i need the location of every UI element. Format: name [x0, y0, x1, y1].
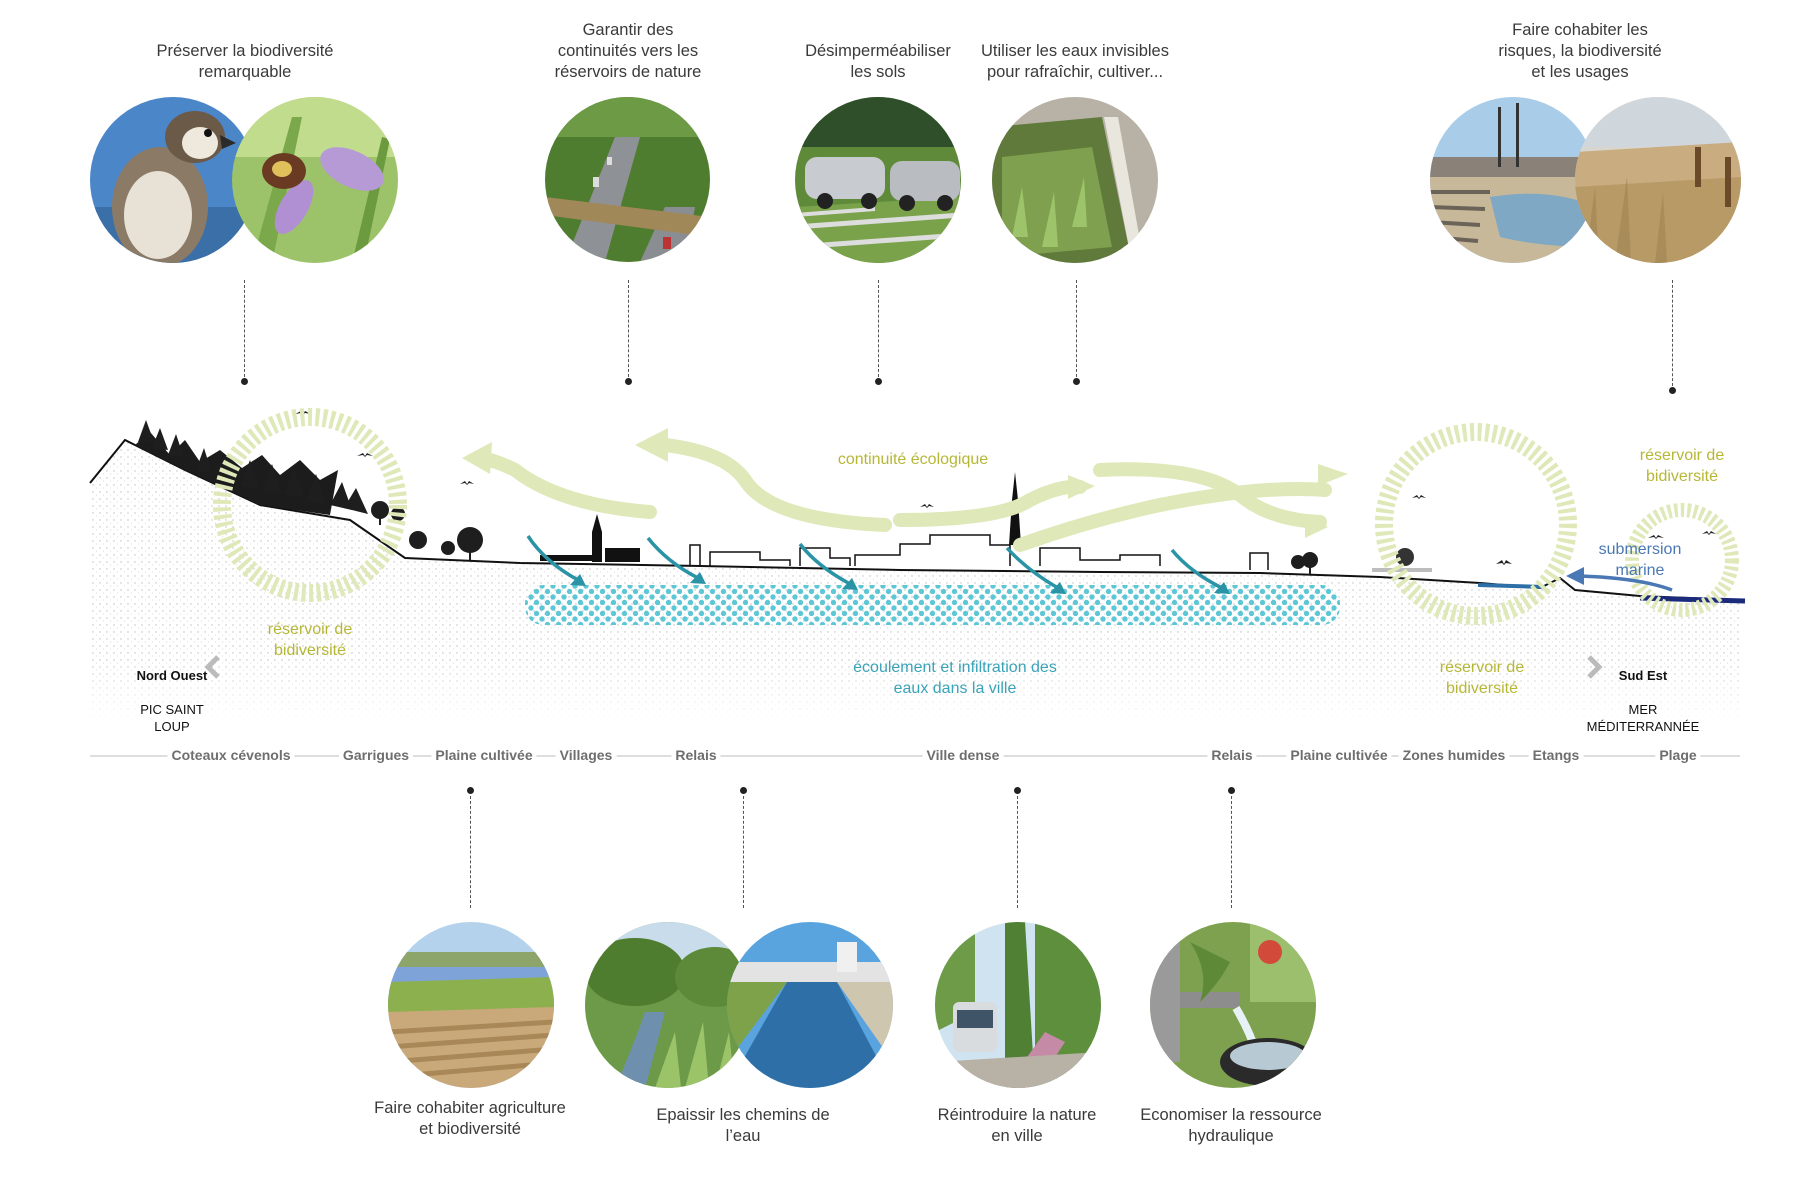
infiltration-arrows [526, 535, 1223, 590]
leader-line [743, 796, 744, 908]
caption-biodiversite: Préserver la biodiversité remarquable [156, 42, 334, 81]
photo-orchid [232, 97, 398, 263]
label-continuite-ecologique: continuité écologique [837, 451, 989, 468]
photo-dune [1575, 97, 1741, 263]
right-trees [1291, 548, 1432, 574]
chevron-right-icon [1587, 655, 1603, 679]
leader-line [1076, 280, 1077, 377]
zone-label: Garrigues [338, 747, 414, 763]
leader-line [628, 280, 629, 377]
leader-line [1017, 796, 1018, 908]
leader-dot [875, 378, 882, 385]
photo-tram-boulevard [935, 922, 1101, 1088]
caption-ressource: Economiser la ressource hydraulique [1140, 1106, 1322, 1145]
zone-label: Ville dense [922, 747, 1004, 763]
leader-dot [467, 787, 474, 794]
reservoir-ring-right [1375, 423, 1577, 625]
photo-canal [727, 922, 893, 1088]
caption-agriculture: Faire cohabiter agriculture et biodivers… [374, 1099, 566, 1138]
direction-northwest: Nord Ouest PIC SAINT LOUP [122, 650, 222, 735]
caption-eaux: Utiliser les eaux invisibles pour rafraî… [981, 42, 1169, 81]
water-surface [1477, 583, 1546, 589]
leader-line [1672, 280, 1673, 386]
leader-dot [1228, 787, 1235, 794]
photo-stream [585, 922, 751, 1088]
direction-northwest-place: PIC SAINT LOUP [140, 702, 204, 734]
zone-label: Plaine cultivée [431, 747, 537, 763]
caption-chemins-eau: Epaissir les chemins de l’eau [656, 1106, 830, 1145]
leader-dot [241, 378, 248, 385]
zone-label: Coteaux cévenols [167, 747, 295, 763]
submersion-arrow [1579, 574, 1673, 592]
zone-label: Relais [1207, 747, 1257, 763]
photo-beach-steps [1430, 97, 1596, 263]
label-reservoir-left: réservoir de bidiversité [267, 621, 353, 659]
leader-dot [1669, 387, 1676, 394]
zone-label: Relais [671, 747, 721, 763]
label-reservoir-right: réservoir de bidiversité [1439, 659, 1525, 697]
leader-dot [740, 787, 747, 794]
ground-fill [90, 440, 1741, 720]
label-ecoulement: écoulement et infiltration des eaux dans… [853, 659, 1057, 697]
submersion-arrowhead [1566, 567, 1584, 585]
zone-label: Villages [555, 747, 617, 763]
direction-southeast-title: Sud Est [1618, 668, 1668, 683]
continuity-arrows [473, 438, 1332, 552]
zone-label: Zones humides [1398, 747, 1510, 763]
reservoir-ring-far-right [1625, 503, 1739, 617]
continuity-arrowheads [462, 428, 1348, 538]
caption-risques: Faire cohabiter les risques, la biodiver… [1498, 21, 1662, 81]
label-submersion-marine: submersion marine [1598, 541, 1682, 579]
leader-line [878, 280, 879, 377]
photo-field [388, 922, 554, 1088]
chevron-left-icon [204, 655, 220, 679]
direction-northwest-title: Nord Ouest [136, 668, 208, 683]
leader-line [1231, 796, 1232, 908]
zone-label: Plage [1655, 747, 1701, 763]
leader-line [470, 796, 471, 908]
photo-falcon [90, 97, 256, 263]
village-skyline [540, 514, 640, 562]
zone-label: Etangs [1528, 747, 1584, 763]
caption-sols: Désimperméabiliser les sols [805, 42, 951, 81]
infiltration-arrowheads [570, 572, 1230, 594]
leader-dot [625, 378, 632, 385]
direction-southeast: Sud Est MER MÉDITERRANNÉE [1578, 650, 1708, 735]
caption-continuites: Garantir des continuités vers les réserv… [554, 21, 702, 81]
leader-dot [1073, 378, 1080, 385]
leader-dot [1014, 787, 1021, 794]
zone-label: Plaine cultivée [1286, 747, 1392, 763]
infiltration-field [525, 585, 1340, 625]
direction-southeast-place: MER MÉDITERRANNÉE [1586, 702, 1700, 734]
city-skyline [689, 534, 1269, 570]
reservoir-ring-left [213, 408, 407, 602]
label-reservoir-far-right: réservoir de bidiversité [1639, 447, 1725, 485]
photo-ecoduct [545, 97, 710, 262]
photo-rain-barrel [1150, 922, 1316, 1088]
photo-swale [992, 97, 1158, 263]
leader-line [244, 280, 245, 377]
ground-fade [85, 660, 1745, 725]
caption-nature-ville: Réintroduire la nature en ville [937, 1106, 1097, 1145]
